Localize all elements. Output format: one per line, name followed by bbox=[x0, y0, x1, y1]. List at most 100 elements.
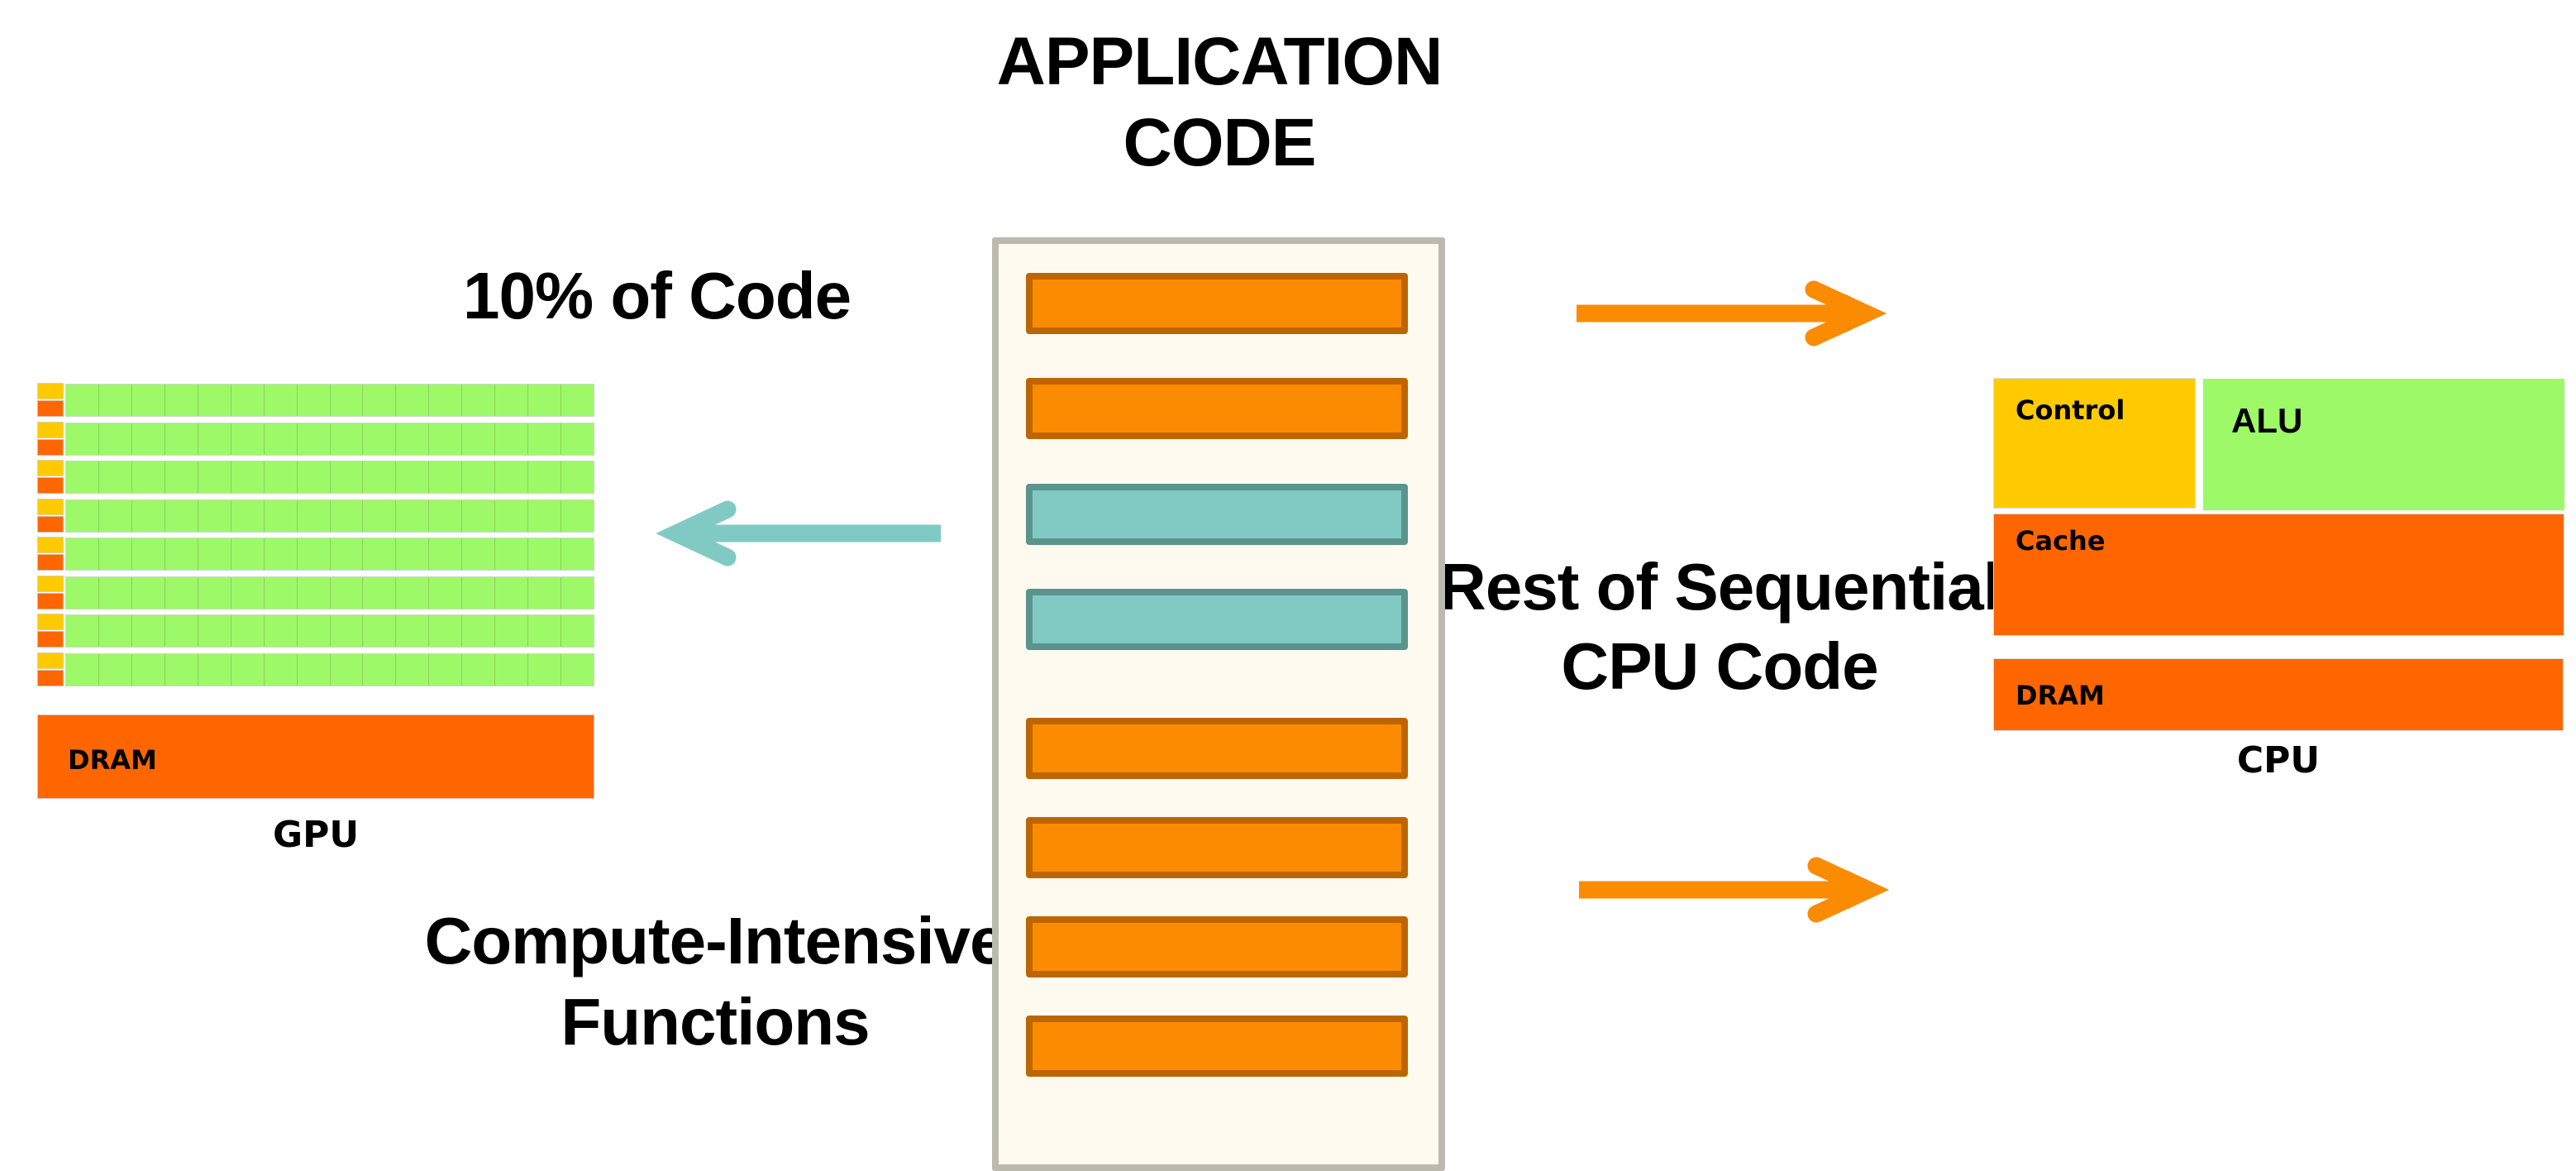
cpu-dram: DRAM bbox=[1994, 659, 2563, 730]
gpu-alu bbox=[66, 385, 99, 416]
gpu-alu bbox=[331, 615, 364, 647]
gpu-alu bbox=[165, 499, 198, 532]
gpu-alu bbox=[198, 615, 231, 647]
gpu-alu bbox=[561, 538, 594, 570]
gpu-alu bbox=[429, 653, 463, 686]
gpu-alu bbox=[331, 653, 364, 686]
gpu-alu bbox=[363, 615, 397, 647]
gpu-alu bbox=[231, 461, 265, 493]
gpu-alu bbox=[495, 423, 529, 455]
gpu-alu bbox=[198, 385, 231, 416]
gpu-alu bbox=[396, 615, 430, 647]
gpu-alu bbox=[429, 576, 463, 609]
gpu-alu bbox=[231, 615, 265, 647]
gpu-label: GPU bbox=[272, 814, 360, 856]
gpu-alu bbox=[528, 461, 562, 493]
cpu-control-label: Control bbox=[2015, 394, 2125, 426]
gpu-alu bbox=[99, 499, 132, 532]
code-block-cpu bbox=[1026, 273, 1408, 334]
gpu-alu bbox=[132, 653, 165, 686]
gpu-cache-unit bbox=[38, 555, 63, 570]
gpu-alu bbox=[561, 385, 594, 416]
gpu-control-unit bbox=[38, 614, 63, 629]
gpu-alu-strip bbox=[66, 615, 594, 647]
gpu-alu bbox=[298, 423, 331, 455]
code-block-gpu bbox=[1026, 589, 1408, 650]
gpu-alu bbox=[265, 653, 298, 686]
cpu-cache: Cache bbox=[1994, 514, 2564, 635]
gpu-alu bbox=[165, 423, 198, 455]
gpu-alu bbox=[99, 423, 132, 455]
gpu-control-unit bbox=[38, 384, 63, 399]
right-arrow-icon bbox=[1579, 857, 1890, 923]
gpu-alu bbox=[396, 461, 430, 493]
gpu-alu bbox=[165, 385, 198, 416]
gpu-alu bbox=[331, 576, 364, 609]
gpu-row bbox=[38, 652, 594, 686]
gpu-alu bbox=[198, 576, 231, 609]
gpu-alu bbox=[198, 461, 231, 493]
gpu-alu bbox=[99, 385, 132, 416]
gpu-alu bbox=[198, 538, 231, 570]
code-block-cpu bbox=[1026, 1016, 1408, 1077]
gpu-alu bbox=[462, 653, 496, 686]
arrow-to-cpu-top bbox=[1577, 280, 1887, 347]
gpu-alu bbox=[462, 576, 496, 609]
gpu-alu bbox=[495, 576, 529, 609]
gpu-alu bbox=[265, 461, 298, 493]
gpu-alu bbox=[561, 423, 594, 455]
gpu-alu-strip bbox=[66, 538, 594, 570]
gpu-alu bbox=[198, 499, 231, 532]
cpu-portion-line-2: CPU Code bbox=[1561, 629, 1878, 703]
gpu-alu bbox=[298, 385, 331, 416]
gpu-alu-strip bbox=[66, 576, 594, 609]
compute-intensive-label: Compute-Intensive Functions bbox=[389, 908, 1042, 1070]
gpu-alu bbox=[198, 423, 231, 455]
gpu-alu bbox=[265, 538, 298, 570]
gpu-alu bbox=[165, 538, 198, 570]
gpu-alu bbox=[495, 499, 529, 532]
gpu-alu bbox=[165, 615, 198, 647]
gpu-alu bbox=[132, 576, 165, 609]
gpu-alu bbox=[495, 461, 529, 493]
gpu-control-unit bbox=[38, 499, 63, 514]
arrow-to-cpu-bottom bbox=[1579, 857, 1890, 923]
gpu-alu bbox=[363, 653, 397, 686]
gpu-alu bbox=[363, 423, 397, 455]
gpu-alu bbox=[495, 653, 529, 686]
gpu-alu bbox=[298, 653, 331, 686]
gpu-cache-unit bbox=[38, 478, 63, 493]
gpu-alu bbox=[298, 538, 331, 570]
gpu-alu bbox=[429, 615, 463, 647]
gpu-alu bbox=[132, 385, 165, 416]
gpu-alu bbox=[396, 385, 430, 416]
gpu-alu bbox=[331, 461, 364, 493]
gpu-alu bbox=[363, 538, 397, 570]
gpu-row bbox=[38, 499, 594, 532]
gpu-alu bbox=[265, 423, 298, 455]
gpu-alu bbox=[331, 538, 364, 570]
gpu-control-unit bbox=[38, 461, 63, 476]
gpu-alu bbox=[298, 499, 331, 532]
gpu-alu bbox=[363, 461, 397, 493]
gpu-alu bbox=[429, 499, 463, 532]
gpu-alu bbox=[132, 461, 165, 493]
code-block-gpu bbox=[1026, 484, 1408, 545]
gpu-alu bbox=[265, 499, 298, 532]
gpu-alu bbox=[528, 576, 562, 609]
gpu-alu bbox=[99, 576, 132, 609]
gpu-alu bbox=[528, 423, 562, 455]
gpu-alu bbox=[265, 615, 298, 647]
gpu-alu bbox=[331, 385, 364, 416]
gpu-alu bbox=[462, 461, 496, 493]
gpu-alu-strip bbox=[66, 653, 594, 686]
gpu-alu bbox=[396, 423, 430, 455]
cpu-portion-line-1: Rest of Sequential bbox=[1438, 550, 2001, 624]
gpu-alu bbox=[66, 499, 99, 532]
gpu-alu bbox=[198, 653, 231, 686]
gpu-alu-strip bbox=[66, 423, 594, 455]
compute-line-1: Compute-Intensive bbox=[424, 904, 1006, 977]
gpu-alu bbox=[231, 653, 265, 686]
arrow-to-gpu bbox=[656, 500, 941, 566]
gpu-cache-unit bbox=[38, 401, 63, 416]
